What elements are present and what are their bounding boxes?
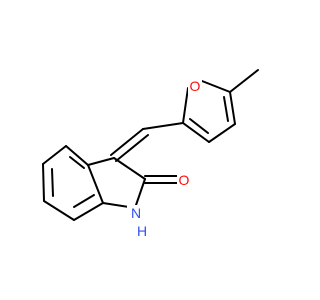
structure-diagram: O O N H xyxy=(42,69,259,239)
bond-benz-inner-3 xyxy=(69,156,85,169)
bond-furan-c5-o xyxy=(201,80,231,93)
bond-benz-inner-1 xyxy=(73,194,95,208)
nitrogen-label: N xyxy=(131,205,141,221)
nitrogen-label-bg xyxy=(127,205,143,239)
bond-benz-2 xyxy=(73,202,104,221)
nitrogen-hydrogen-label: H xyxy=(137,223,147,239)
furan-oxygen-label: O xyxy=(190,78,201,94)
bond-c2-n1 xyxy=(134,178,146,209)
furan-oxygen-label-bg xyxy=(188,77,202,95)
bond-furan-c2-c3-inner xyxy=(189,118,209,134)
bond-furan-o-c2 xyxy=(182,87,189,124)
bond-furan-c4-c5-inner xyxy=(223,96,229,122)
carbonyl-oxygen-label: O xyxy=(179,172,190,188)
bond-benz-3 xyxy=(43,200,75,221)
bond-benz-inner-2 xyxy=(51,168,54,197)
bond-methyl xyxy=(229,69,259,93)
bond-benz-4 xyxy=(42,163,45,202)
bond-furan-c3-c4 xyxy=(208,123,236,143)
bond-c3-c3a xyxy=(87,157,115,166)
bond-bridge-to-furan xyxy=(142,122,184,130)
bond-furan-c2-c3 xyxy=(182,122,210,143)
bond-exocyclic-double-b xyxy=(115,134,149,162)
bond-benz-1 xyxy=(87,164,104,204)
bond-furan-c4-c5 xyxy=(229,91,236,125)
carbonyl-oxygen-label-bg xyxy=(177,171,191,189)
bond-exocyclic-double-a xyxy=(110,128,144,156)
bond-benz-5 xyxy=(42,145,67,165)
bond-benz-6 xyxy=(65,145,89,166)
bond-c3-c2 xyxy=(113,157,146,180)
